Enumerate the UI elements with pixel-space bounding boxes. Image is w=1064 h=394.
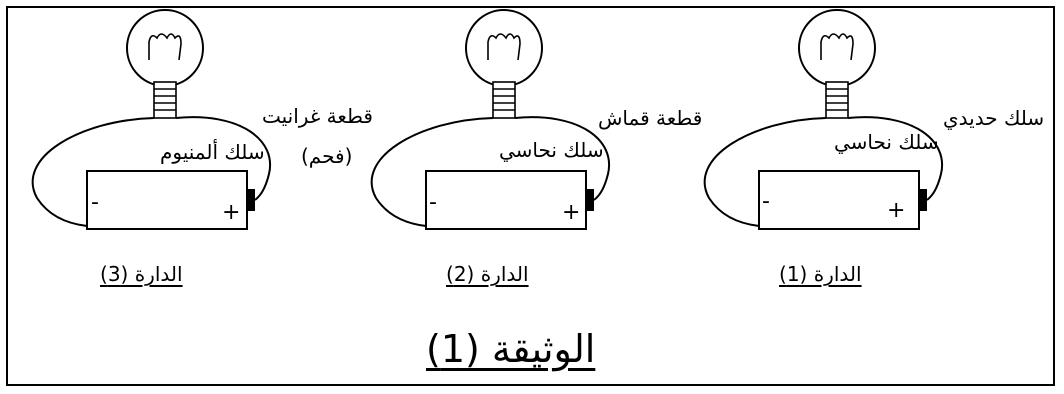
wire-label-3: سلك ألمنيوم <box>160 140 265 164</box>
wire-label-1: سلك نحاسي <box>834 130 939 154</box>
battery-plus-3: + <box>222 200 241 225</box>
test-material-label-3: قطعة غرانيت <box>262 104 373 128</box>
battery-minus-1: - <box>762 189 770 214</box>
wire-label-2: سلك نحاسي <box>499 138 604 162</box>
test-material-note-3: (فحم) <box>301 144 353 168</box>
test-material-label-1: سلك حديدي <box>943 106 1045 130</box>
circuit-2 <box>370 9 611 230</box>
circuit-caption-3: الدارة (3) <box>100 262 183 286</box>
battery-minus-3: - <box>91 190 99 215</box>
circuit-caption-1: الدارة (1) <box>779 262 862 286</box>
battery-minus-2: - <box>429 190 437 215</box>
test-material-label-2: قطعة قماش <box>598 106 703 130</box>
battery-plus-2: + <box>562 200 581 225</box>
circuit-3 <box>31 9 272 230</box>
document-frame <box>6 6 1055 386</box>
battery-plus-1: + <box>887 198 906 223</box>
circuit-caption-2: الدارة (2) <box>446 262 529 286</box>
circuit-1 <box>703 9 944 230</box>
document-title: الوثيقة (1) <box>426 327 596 371</box>
